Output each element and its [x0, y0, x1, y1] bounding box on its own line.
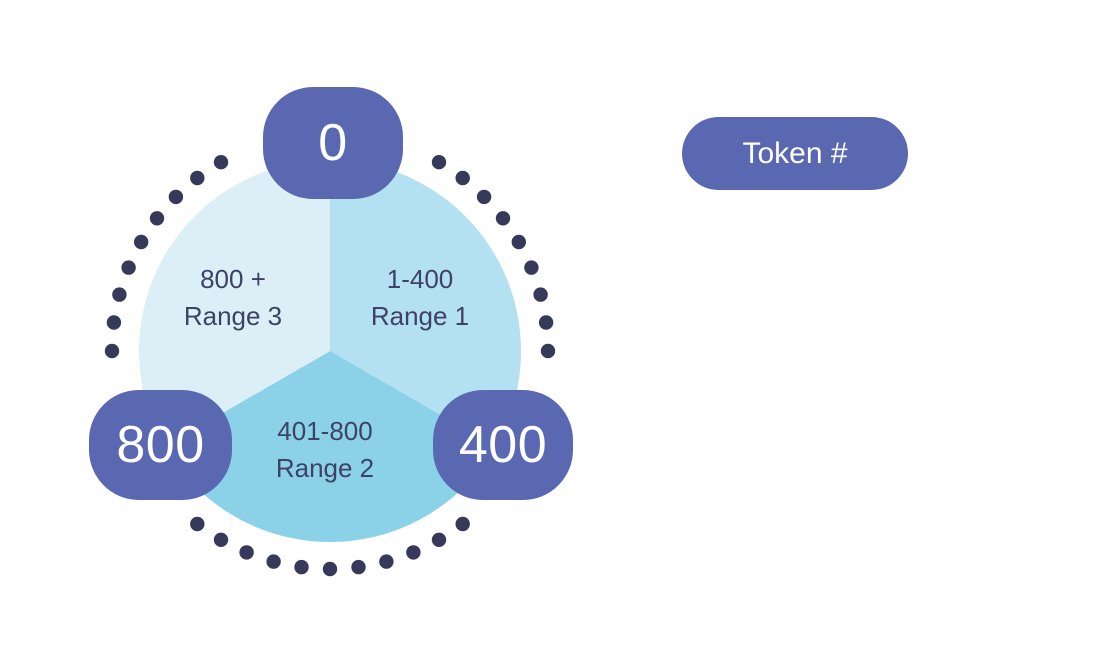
segment-range-2-name: Range 2	[275, 453, 375, 483]
badge-0-label: 0	[318, 114, 348, 172]
dot-ring	[104, 155, 556, 577]
segment-range-3-values: 800 +	[200, 264, 266, 294]
ring-dot	[533, 287, 548, 302]
pie-segment-range-1	[330, 160, 521, 447]
ring-dot	[213, 532, 229, 547]
ring-dot	[112, 287, 127, 302]
ring-dot	[266, 554, 281, 569]
ring-dot	[495, 211, 511, 226]
ring-dot	[190, 516, 205, 532]
ring-dot	[540, 343, 556, 359]
badge-800-label: 800	[116, 416, 205, 474]
ring-dot	[406, 545, 421, 560]
ring-dot	[239, 545, 254, 560]
pie-segment-range-3	[139, 160, 330, 447]
ring-dot	[511, 234, 526, 250]
ring-dot	[431, 155, 447, 170]
segment-label-range-3: 800 + Range 3	[133, 261, 333, 335]
ring-dot	[455, 170, 470, 186]
ring-dot	[524, 260, 539, 275]
ring-dot	[455, 516, 470, 532]
segment-range-1-values: 1-400	[386, 264, 454, 294]
badge-800: 800	[89, 390, 232, 500]
segment-label-range-2: 401-800 Range 2	[225, 413, 425, 487]
ring-dot	[322, 561, 338, 577]
ring-dot	[294, 559, 309, 575]
ring-dot	[431, 532, 447, 547]
segment-label-range-1: 1-400 Range 1	[320, 261, 520, 335]
ring-dot	[351, 559, 366, 575]
badge-400: 400	[433, 390, 573, 500]
ring-dot	[168, 189, 184, 205]
ring-dot	[379, 554, 394, 569]
ring-dot	[104, 343, 120, 359]
ring-dot	[190, 170, 205, 186]
badge-400-label: 400	[458, 416, 548, 474]
ring-dot	[476, 189, 492, 205]
pie-segment-range-2	[164, 351, 496, 542]
ring-dot	[134, 234, 149, 250]
pie-sectors	[139, 160, 521, 542]
segment-range-1-name: Range 1	[370, 301, 470, 331]
ring-dot	[106, 315, 122, 330]
ring-dot	[538, 315, 554, 330]
segment-range-2-values: 401-800	[277, 416, 373, 446]
token-number-pill: Token #	[682, 117, 908, 190]
ring-dot	[149, 211, 165, 226]
badge-0: 0	[263, 87, 403, 199]
ring-dot	[213, 155, 229, 170]
segment-range-3-name: Range 3	[183, 301, 283, 331]
ring-dot	[121, 260, 136, 275]
token-number-pill-label: Token #	[742, 136, 848, 170]
